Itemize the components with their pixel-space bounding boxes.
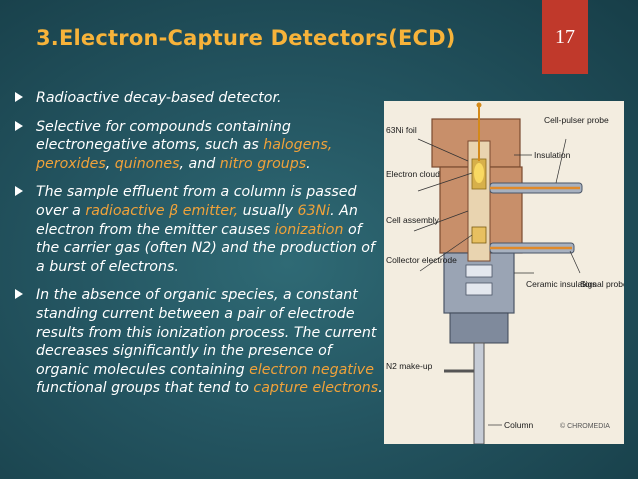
label-insulation: Insulation: [534, 150, 571, 160]
label-column: Column: [504, 420, 534, 430]
highlighted-term: electron negative: [249, 361, 374, 378]
label-signal-probe: Signal probe: [580, 279, 624, 289]
bullet-item: Radioactive decay-based detector.: [12, 89, 384, 108]
bullet-text-segment: .: [378, 380, 383, 397]
highlighted-term: halogens,: [263, 137, 333, 154]
label-cell-assembly: Cell assembly: [386, 215, 440, 225]
highlighted-term: capture electrons: [253, 380, 379, 397]
bullet-triangle-icon: [15, 186, 23, 197]
highlighted-term: quinones: [114, 155, 180, 172]
bullet-text-segment: . An electron from the emitter causes: [36, 202, 358, 238]
bullet-text-segment: of the carrier gas (often N2) and the pr…: [36, 221, 375, 275]
bullet-text-segment: In the absence of organic species, a con…: [36, 287, 377, 378]
bullet-text-segment: Radioactive decay-based detector.: [36, 90, 282, 106]
bullet-list: Radioactive decay-based detector. Select…: [12, 89, 384, 408]
bullet-triangle-icon: [15, 92, 23, 102]
column-tube: [473, 342, 485, 444]
electron-cloud-shape: [474, 163, 484, 183]
bullet-triangle-icon: [15, 289, 23, 300]
highlighted-term: nitro groups: [219, 155, 307, 172]
bullet-text-segment: The sample effluent from a column is pas…: [36, 184, 357, 219]
bullet-text-segment: usually: [238, 202, 298, 219]
slide-title: 3.Electron-Capture Detectors(ECD): [36, 26, 456, 50]
bullet-triangle-icon: [15, 120, 23, 131]
bullet-item: In the absence of organic species, a con…: [12, 286, 384, 398]
slide-number: 17: [542, 0, 588, 74]
collector-electrode-shape: [471, 226, 487, 244]
label-n2-makeup: N2 make-up: [386, 361, 433, 371]
ceramic-insulator-shape: [465, 264, 493, 278]
label-collector-electrode: Collector electrode: [386, 255, 457, 265]
label-ceramic-insulators: Ceramic insulators: [526, 279, 596, 289]
highlighted-term: 63Ni: [297, 202, 331, 219]
bullet-text-segment: functional groups that tend to: [36, 380, 254, 397]
bullet-text: Radioactive decay-based detector.: [36, 89, 384, 108]
highlighted-term: peroxides: [36, 155, 106, 172]
bullet-text-segment: Selective for compounds containing elect…: [36, 118, 291, 154]
highlighted-term: ionization: [274, 221, 344, 238]
highlighted-term: radioactive β emitter,: [85, 202, 239, 219]
ecd-diagram: 63Ni foil Electron cloud Cell assembly C…: [384, 101, 624, 444]
label-credit: © CHROMEDIA: [560, 422, 610, 430]
label-cell-pulser-probe: Cell-pulser probe: [544, 115, 609, 125]
bullet-text-segment: .: [306, 155, 311, 172]
bullet-text: In the absence of organic species, a con…: [36, 286, 384, 398]
detector-base: [449, 312, 509, 344]
bullet-item: Selective for compounds containing elect…: [12, 118, 384, 174]
label-electron-cloud: Electron cloud: [386, 169, 440, 179]
bullet-text-segment: ,: [105, 155, 115, 172]
bullet-text: The sample effluent from a column is pas…: [36, 183, 384, 276]
bullet-item: The sample effluent from a column is pas…: [12, 183, 384, 276]
label-ni-foil: 63Ni foil: [386, 125, 417, 135]
bullet-text-segment: , and: [179, 155, 220, 172]
bullet-text: Selective for compounds containing elect…: [36, 118, 384, 174]
